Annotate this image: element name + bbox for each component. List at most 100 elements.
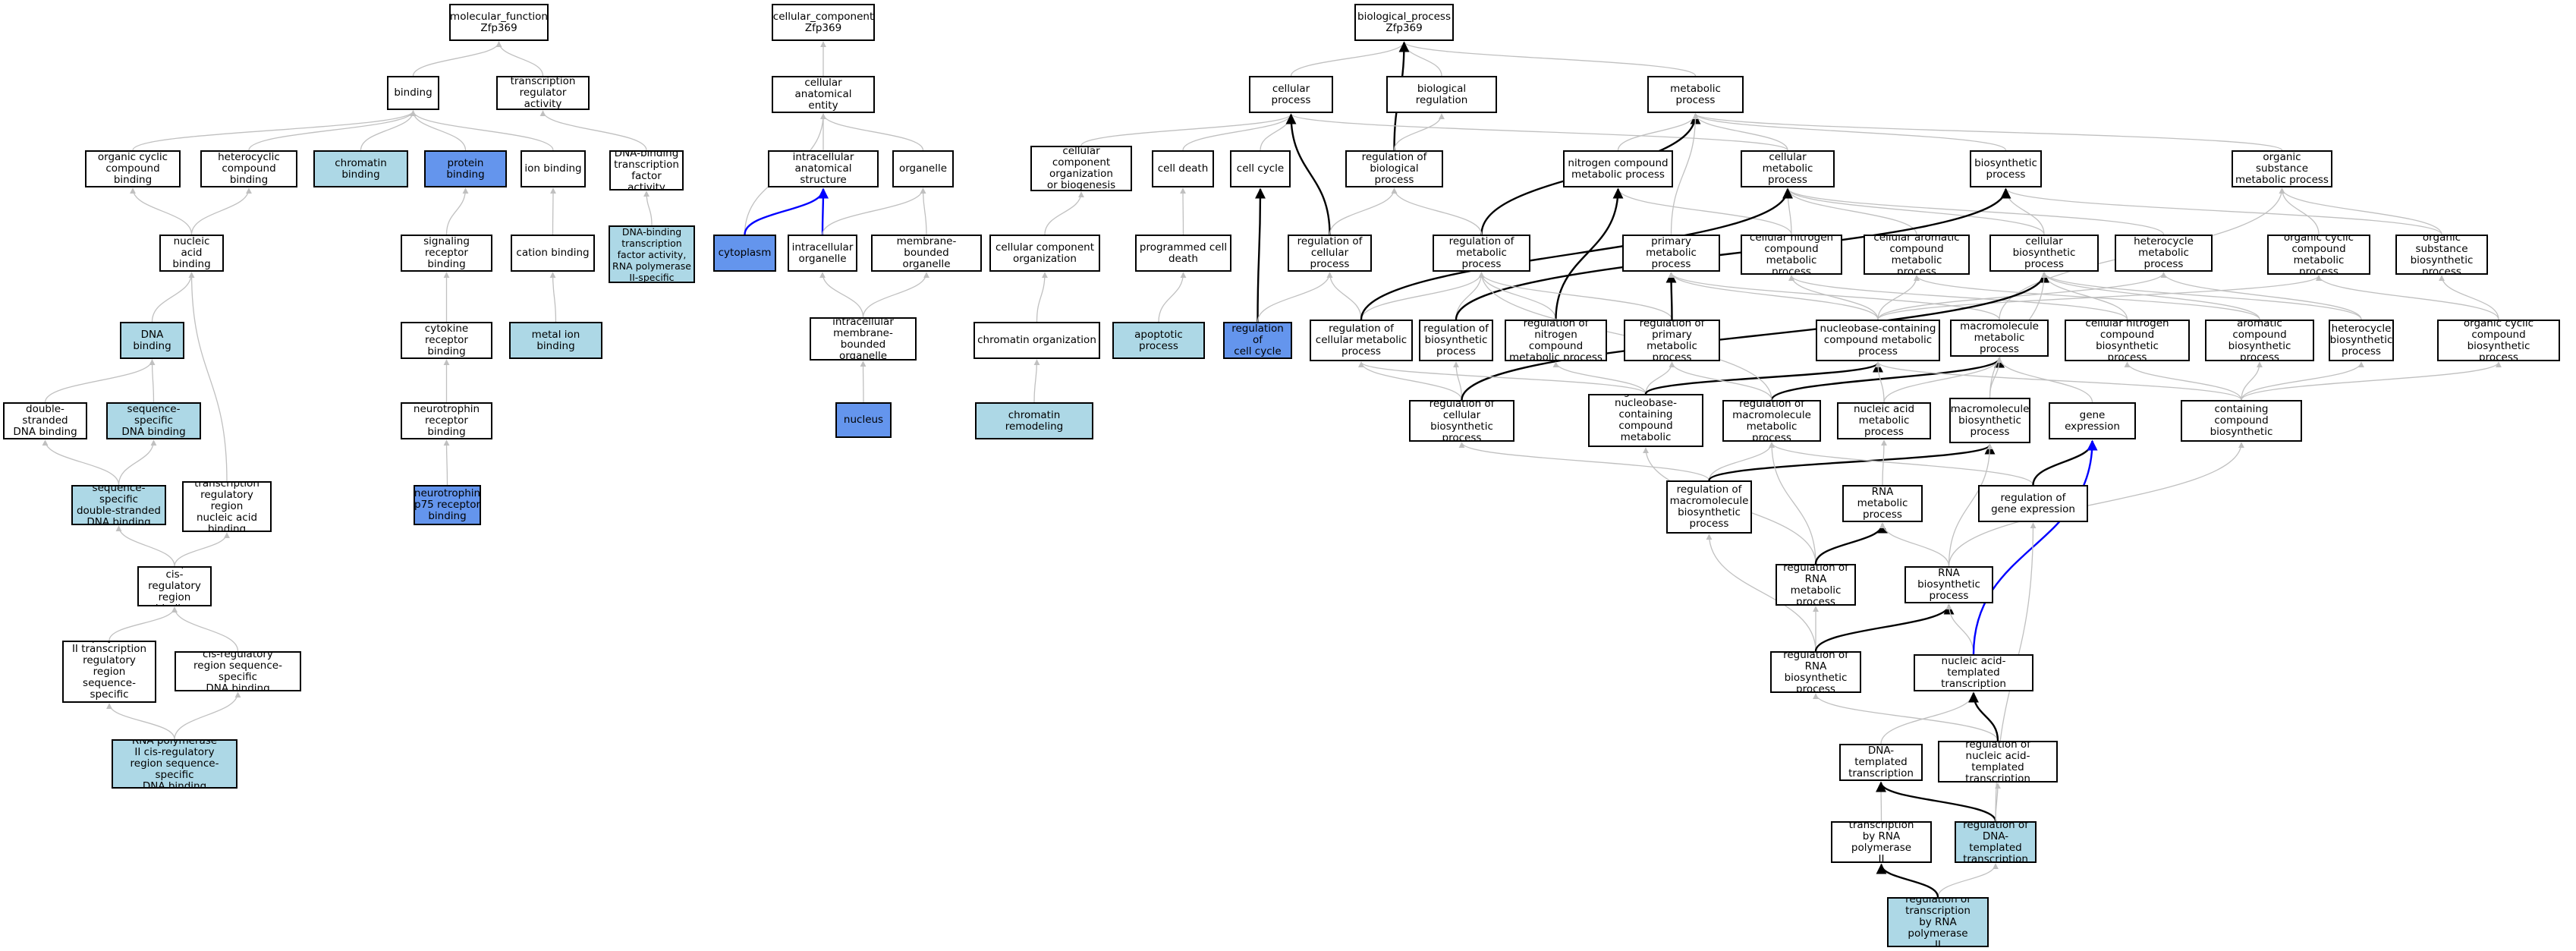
go-node-regulation-of-rna-biosynthetic-process: regulation of RNA biosynthetic process (1770, 651, 1861, 693)
edge-cbp-to-bsp (2002, 187, 2045, 235)
edge-reg_mmp-to-reg_pmp (1669, 361, 1772, 401)
edge-cncmp-to-ncmp (1615, 187, 1792, 235)
edge-dtt-to-natt (1880, 691, 1977, 745)
edge-reg_cc-to-reg_cp (1257, 272, 1333, 323)
edge-nucleus-to-imbo (860, 361, 867, 403)
go-node-pol2-cis-regulatory-region-binding: RNA polymerase II cis-regulatory region … (112, 739, 237, 789)
edge-osmp-to-met_proc (1692, 113, 2283, 151)
edge-nbcbp-to-hbp (2241, 361, 2364, 401)
edge-osbp-to-osmp (2279, 187, 2442, 235)
edge-imbo-to-mb_org (862, 272, 929, 318)
edge-pcd-to-cell_death (1180, 187, 1187, 235)
edge-nbcbp-to-cncbp (2124, 361, 2242, 401)
edge-nbcbp-to-nbcmp (1875, 361, 2242, 401)
edge-nuc_acid_bind-to-org_cyc_bind (130, 187, 193, 235)
edge-cacmp-to-cmp (1785, 187, 1917, 235)
edge-p75_bind-to-ntr_rec_bind (443, 439, 450, 486)
edge-chrom_org-to-cco (1036, 272, 1048, 323)
go-node-chromatin-remodeling: chromatin remodeling (975, 402, 1093, 439)
edge-cell_proc-to-bp_root (1290, 41, 1408, 77)
go-node-regulation-of-gene-expression: regulation of gene expression (1978, 485, 2088, 522)
edge-namp-to-mmp (1883, 357, 2002, 403)
edge-tcr_bind-to-ss_ds_dna_bind (115, 525, 175, 567)
edge-reg_nbcmp-to-reg_cmp (1358, 361, 1647, 395)
go-node-nucleic-acid-metabolic-process: nucleic acid metabolic process (1837, 402, 1931, 439)
edge-reg_cp-to-reg_bp (1329, 187, 1398, 235)
go-node-organic-cyclic-compound-biosynthetic-process: organic cyclic compound biosynthetic pro… (2437, 320, 2560, 361)
edge-reg_rmp-to-rmp (1814, 522, 1888, 565)
go-node-regulation-of-cellular-process: regulation of cellular process (1288, 235, 1372, 272)
edge-reg_mp-to-reg_bp (1391, 187, 1483, 235)
edge-reg_cbp-to-reg_cmp (1358, 361, 1463, 401)
edge-reg_bp-to-bio_reg (1393, 113, 1445, 151)
go-node-cation-binding: cation binding (511, 235, 595, 272)
go-node-chromatin-organization: chromatin organization (973, 322, 1100, 359)
edge-bio_reg-to-bp_root (1401, 41, 1442, 77)
go-node-regulation-of-dna-templated-transcription: regulation of DNA-templated transcriptio… (1955, 821, 2037, 863)
edge-reg_cbp-to-reg_bsp (1453, 361, 1463, 401)
edge-reg_ge-to-reg_mmp (1769, 442, 2034, 486)
go-node-intracellular-membrane-bounded-organelle: intracellular membrane-bounded organelle (810, 317, 917, 361)
edge-osbp-to-bsp (2002, 187, 2442, 235)
edge-reg_cmp-to-reg_cp (1326, 272, 1362, 320)
edge-pol2_cis_bind-to-cis_reg_bind (174, 691, 241, 740)
edge-ncmp-to-met_proc (1617, 113, 1699, 151)
edge-trr_na_bind-to-nuc_acid_bind (188, 272, 228, 482)
go-node-cellular-biosynthetic-process: cellular biosynthetic process (1989, 235, 2099, 272)
edge-tr_reg_act-to-mf_root (495, 41, 544, 77)
edge-metal_ion_bind-to-cation_bind (549, 272, 557, 323)
edge-imbo-to-ic_org (819, 272, 864, 318)
go-node-heterocycle-metabolic-process: heterocycle metabolic process (2115, 235, 2213, 272)
edge-ss_dna_bind-to-dna_bind (149, 359, 156, 403)
edge-mmp-to-pmp (1668, 272, 2000, 320)
edge-hbp-to-cbp (2041, 272, 2362, 320)
edge-reg_ncmp-to-ncmp (1555, 187, 1624, 320)
go-node-intracellular-organelle: intracellular organelle (788, 235, 857, 272)
edge-cmp-to-met_proc (1692, 113, 1788, 151)
go-node-cell-death: cell death (1152, 150, 1214, 187)
go-node-regulation-of-biological-process: regulation of biological process (1345, 150, 1443, 187)
go-node-nucleic-acid-binding: nucleic acid binding (159, 235, 224, 272)
edge-met_proc-to-bp_root (1401, 41, 1697, 77)
edge-apop-to-pcd (1158, 272, 1187, 323)
go-node-regulation-of-primary-metabolic-process: regulation of primary metabolic process (1624, 320, 1720, 361)
edge-reg_rbp-to-rbp (1814, 603, 1955, 652)
go-node-sequence-specific-ds-dna-binding: sequence-specific double-stranded DNA bi… (71, 485, 166, 525)
go-node-regulation-of-transcription-by-rna-polymerase-ii: regulation of transcription by RNA polym… (1887, 897, 1989, 947)
edge-nbcbp-to-occbp (2241, 361, 2502, 401)
edge-hbp-to-hmp (2160, 272, 2362, 320)
edge-reg_ncmp-to-reg_mp (1478, 272, 1557, 320)
go-node-macromolecule-biosynthetic-process: macromolecule biosynthetic process (1949, 398, 2030, 443)
go-node-cellular-component-organization-or-biogenesis: cellular component organization or bioge… (1030, 146, 1132, 191)
edge-reg_t_pol2-to-reg_dtt (1937, 863, 1999, 898)
go-node-organic-substance-metabolic-process: organic substance metabolic process (2232, 150, 2332, 187)
edge-mb_org-to-organelle (920, 187, 927, 235)
edge-nbcmp-to-cacmp (1877, 275, 1920, 320)
go-node-primary-metabolic-process: primary metabolic process (1622, 235, 1720, 272)
go-node-cell-cycle: cell cycle (1230, 150, 1291, 187)
edge-nuc_acid_bind-to-het_bind (190, 187, 252, 235)
go-node-signaling-receptor-binding: signaling receptor binding (401, 235, 492, 272)
go-node-ion-binding: ion binding (521, 150, 586, 187)
edge-ss_ds_dna_bind-to-ss_dna_bind (118, 439, 157, 486)
edge-het_bind-to-binding (248, 110, 417, 151)
edge-reg_natt-to-reg_rbp (1813, 693, 1999, 742)
edge-reg_bsp-to-reg_mp (1455, 272, 1485, 320)
go-node-transcription-regulator-activity: transcription regulator activity (496, 76, 590, 110)
edge-dbtf_act-to-tr_reg_act (539, 110, 647, 151)
edge-chrom_bind-to-binding (360, 110, 417, 151)
go-node-neurotrophin-p75-receptor-binding: neurotrophin p75 receptor binding (414, 485, 481, 525)
edge-rbp-to-rmp (1879, 522, 1950, 567)
edge-natt-to-rbp (1945, 603, 1974, 655)
edge-reg_cbp-to-cbp (1461, 272, 2049, 401)
edge-nbcmp-to-hmp (1877, 272, 2167, 320)
edge-reg_nbcmp-to-reg_ncmp (1552, 361, 1647, 395)
go-node-transcription-by-rna-polymerase-ii: transcription by RNA polymerase II (1831, 821, 1932, 863)
go-node-regulation-of-macromolecule-biosynthetic-process: regulation of macromolecule biosynthetic… (1666, 480, 1752, 534)
go-node-cellular-process: cellular process (1249, 76, 1333, 113)
edge-ion_bind-to-binding (410, 110, 554, 151)
edge-reg_bsp-to-bsp (1455, 187, 2011, 320)
go-node-organic-substance-biosynthetic-process: organic substance biosynthetic process (2395, 235, 2488, 275)
edge-reg_rmp-to-reg_mmp (1769, 442, 1816, 565)
